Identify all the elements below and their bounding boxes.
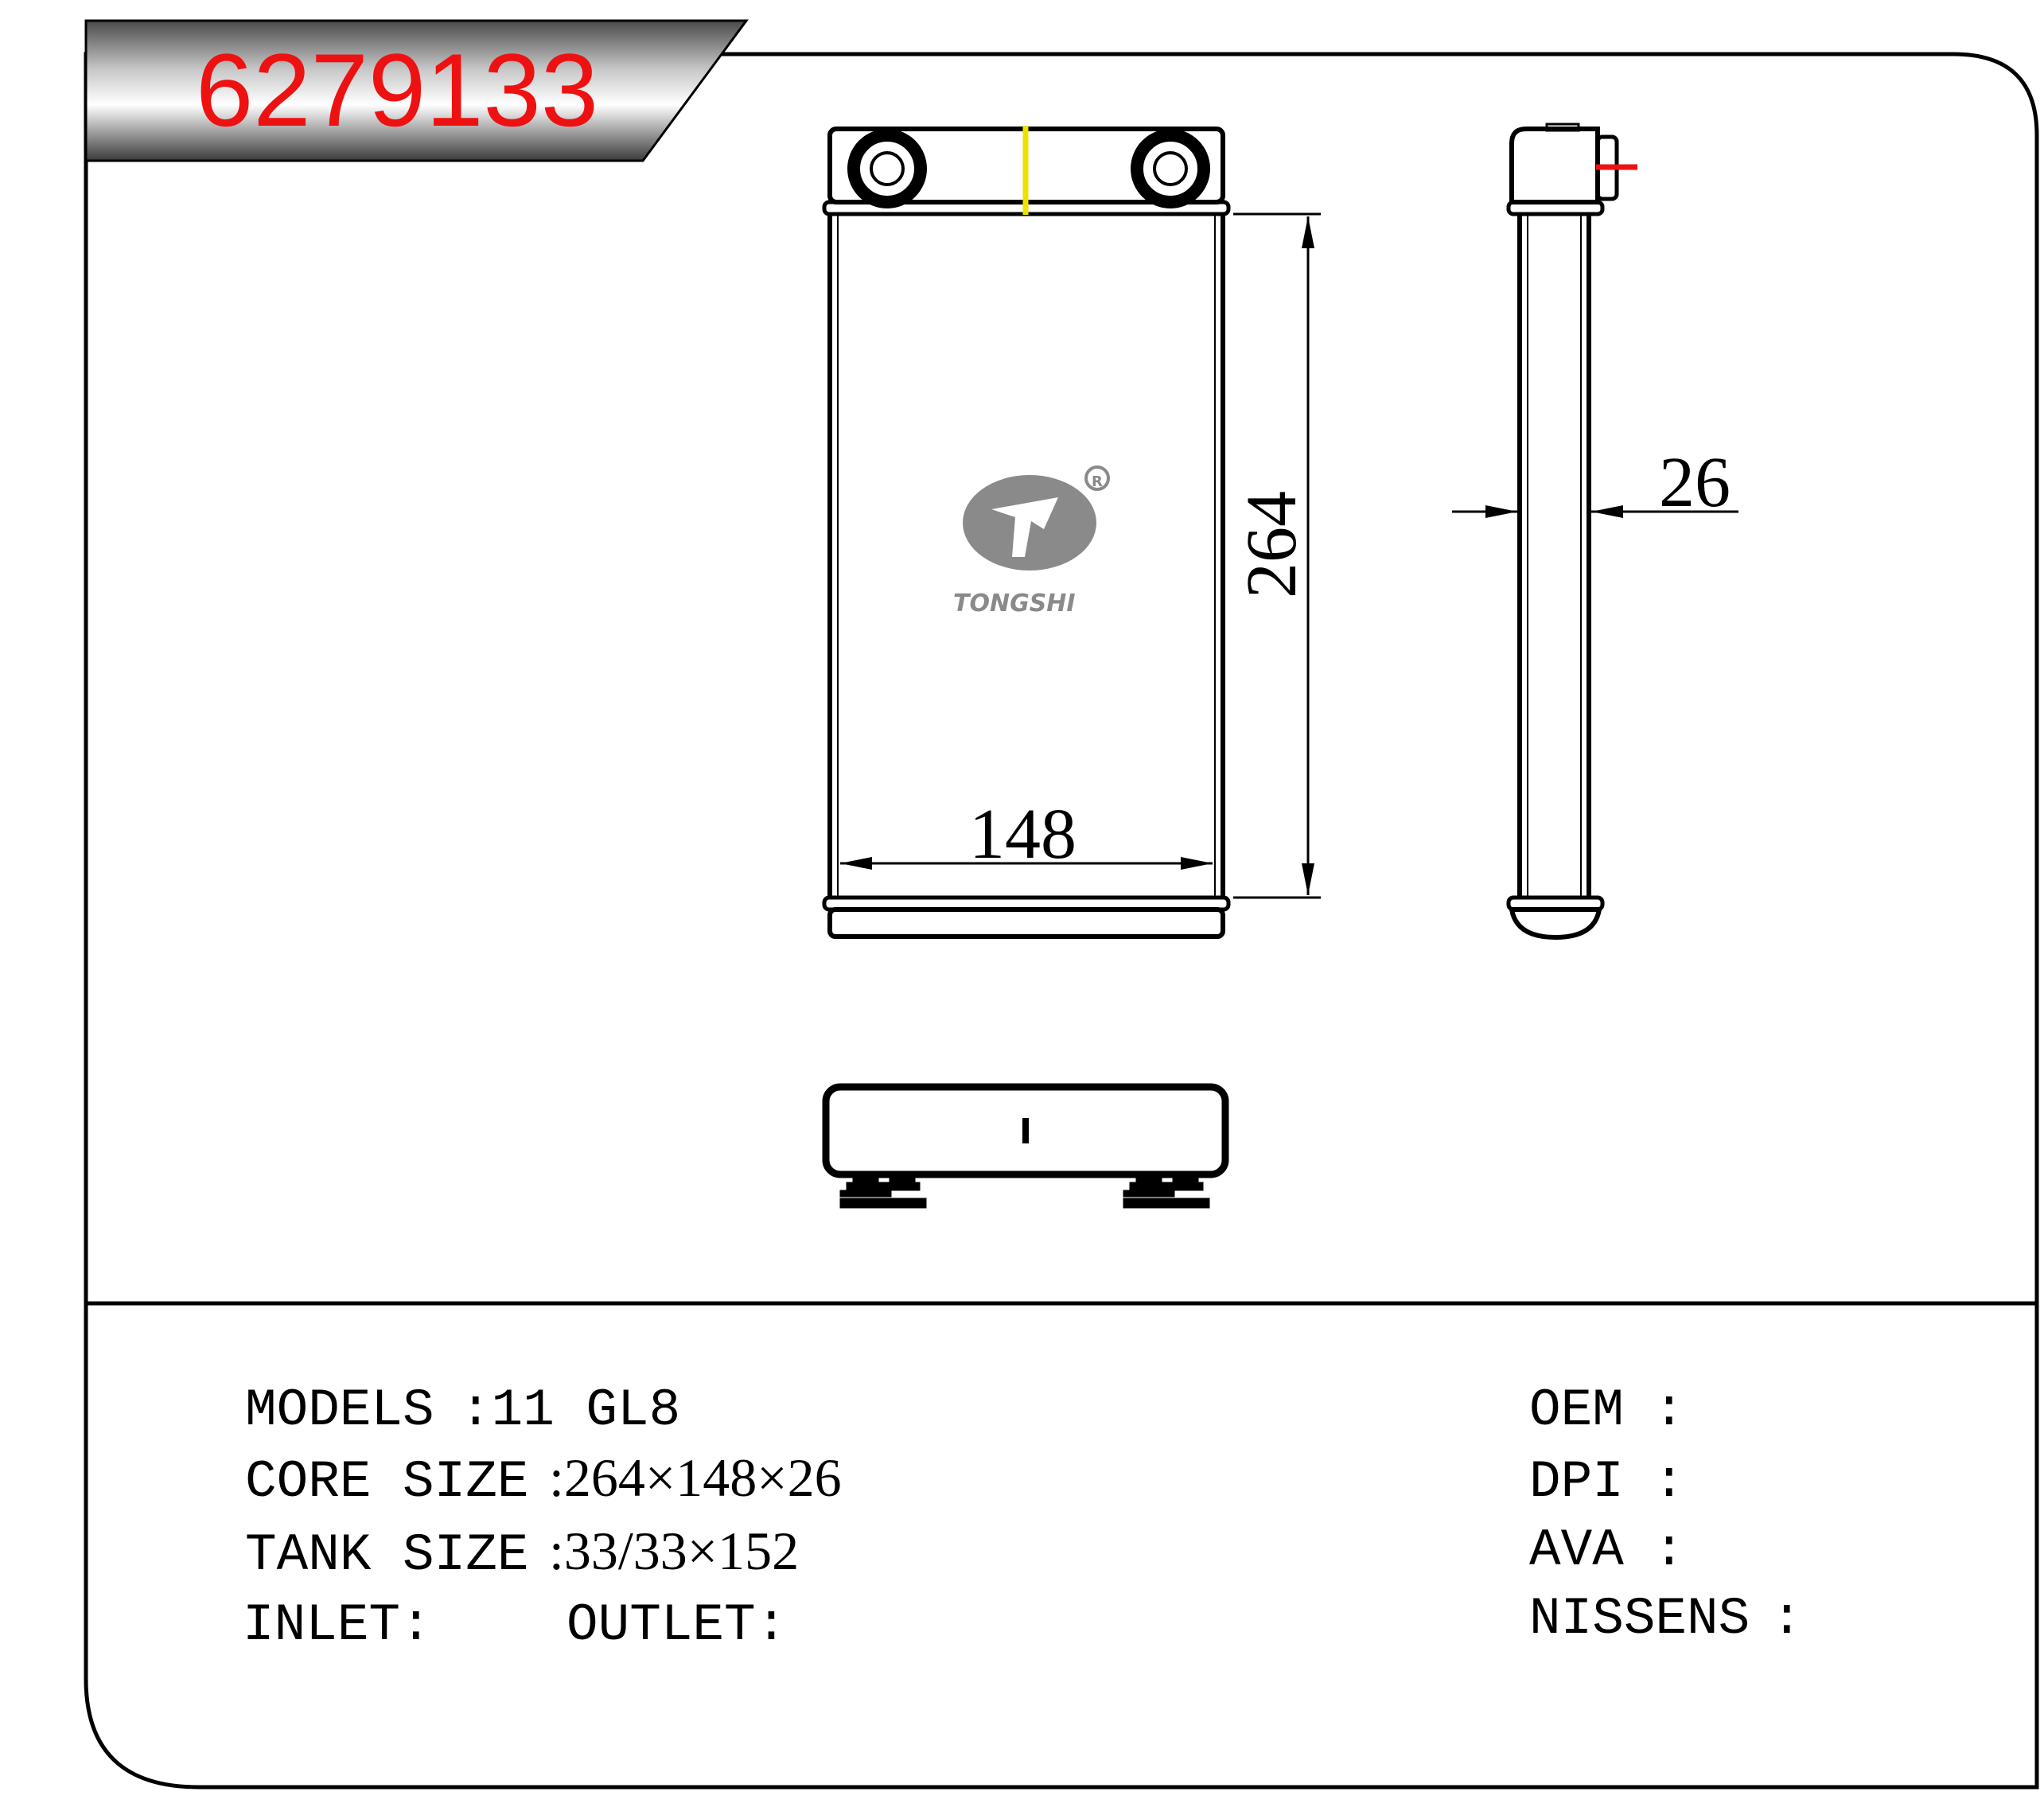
tank-size-label: TANK SIZE xyxy=(245,1525,528,1585)
models-value: :11 GL8 xyxy=(460,1381,680,1440)
dpi-label: DPI xyxy=(1529,1452,1624,1512)
reference-table: OEM : DPI : AVA : NISSENS : xyxy=(1529,1381,1803,1649)
ava-label: AVA xyxy=(1529,1521,1624,1580)
outlet-port-icon xyxy=(1131,129,1210,208)
ava-colon: : xyxy=(1653,1521,1685,1580)
height-dimension: 264 xyxy=(1232,212,1321,899)
core-size-label: CORE SIZE xyxy=(245,1452,528,1512)
svg-text:R: R xyxy=(1092,473,1103,490)
width-value: 148 xyxy=(969,795,1077,874)
part-number: 6279133 xyxy=(196,32,598,148)
oem-label: OEM xyxy=(1529,1381,1624,1440)
outer-frame xyxy=(84,52,2039,1790)
brand-logo: R TONGSHI xyxy=(953,465,1110,617)
inlet-label: INLET: xyxy=(243,1595,432,1655)
side-tank xyxy=(1509,127,1600,204)
outlet-label: OUTLET: xyxy=(566,1595,787,1655)
top-view-left-pipe xyxy=(839,1174,927,1209)
dpi-colon: : xyxy=(1653,1452,1685,1512)
tank-size-value: :33/33×152 xyxy=(549,1521,799,1581)
top-view xyxy=(822,1083,1229,1209)
brand-watermark-text: TONGSHI xyxy=(953,590,1076,617)
bottom-tank xyxy=(827,907,1225,939)
part-number-banner: 6279133 xyxy=(84,19,749,162)
height-value: 264 xyxy=(1232,491,1311,598)
side-bottom-tank xyxy=(1509,907,1602,941)
side-top-plate xyxy=(1506,200,1605,216)
top-view-right-pipe xyxy=(1123,1174,1210,1209)
nissens-colon: : xyxy=(1771,1589,1803,1649)
width-dimension: 148 xyxy=(840,795,1213,874)
core-size-value: :264×148×26 xyxy=(549,1447,842,1508)
side-view xyxy=(1506,123,1637,941)
models-label: MODELS xyxy=(245,1381,434,1440)
thickness-value: 26 xyxy=(1659,443,1731,522)
top-view-body xyxy=(822,1083,1229,1178)
oem-colon: : xyxy=(1653,1381,1685,1440)
inlet-port-icon xyxy=(847,129,927,208)
thickness-dimension: 26 xyxy=(1452,443,1738,522)
spec-table: MODELS :11 GL8 CORE SIZE :264×148×26 TAN… xyxy=(243,1381,842,1655)
side-pipe-stub xyxy=(1545,123,1580,132)
front-view xyxy=(822,126,1231,939)
nissens-label: NISSENS xyxy=(1529,1589,1750,1649)
